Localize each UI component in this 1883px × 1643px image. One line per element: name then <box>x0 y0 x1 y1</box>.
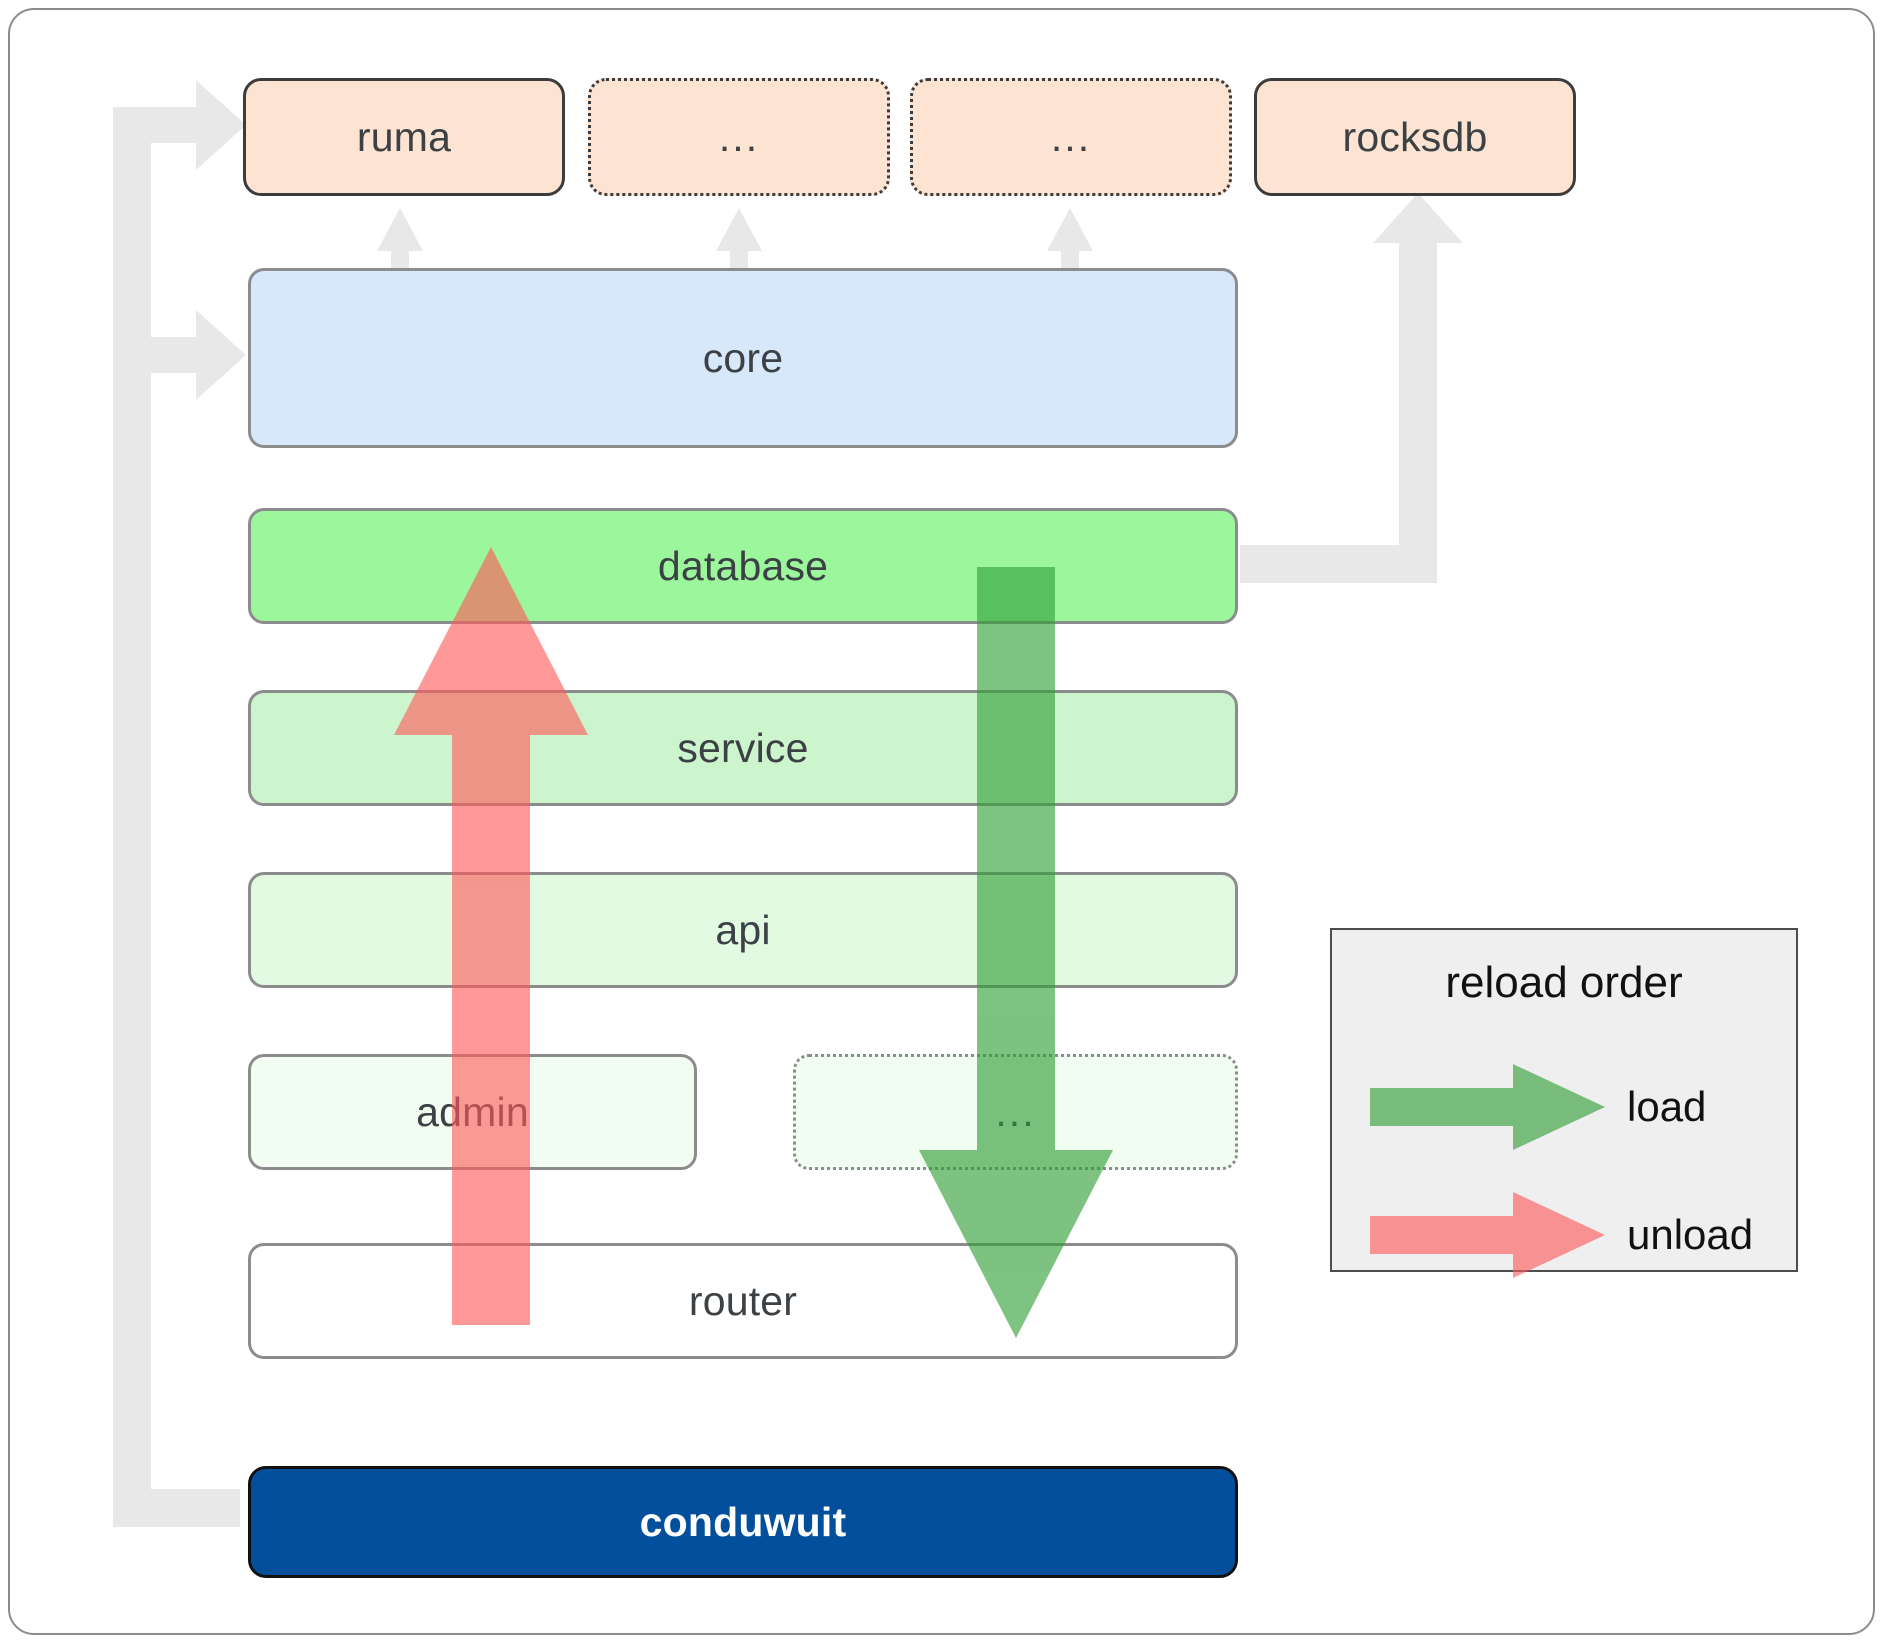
layer-label: admin <box>416 1088 529 1135</box>
layer-box-service[interactable]: service <box>248 690 1238 806</box>
layer-box-router[interactable]: router <box>248 1243 1238 1359</box>
dependency-label: ... <box>1050 113 1092 160</box>
layer-box-admin[interactable]: admin <box>248 1054 697 1170</box>
app-box-conduwuit[interactable]: conduwuit <box>248 1466 1238 1578</box>
layer-label: router <box>688 1277 798 1324</box>
dependency-label: ... <box>718 113 760 160</box>
dependency-box-rocksdb[interactable]: rocksdb <box>1254 78 1576 196</box>
dependency-box-ellipsis-1[interactable]: ... <box>588 78 890 196</box>
dependency-label: rocksdb <box>1342 113 1488 160</box>
dependency-label: ruma <box>356 113 452 160</box>
diagram-frame <box>8 8 1875 1635</box>
core-box[interactable]: core <box>248 268 1238 448</box>
core-label: core <box>702 334 784 381</box>
dependency-box-ellipsis-2[interactable]: ... <box>910 78 1232 196</box>
layer-label: database <box>657 542 829 589</box>
legend-label-unload: unload <box>1627 1211 1754 1258</box>
dependency-box-ruma[interactable]: ruma <box>243 78 565 196</box>
layer-box-api[interactable]: api <box>248 872 1238 988</box>
layer-box-database[interactable]: database <box>248 508 1238 624</box>
layer-label: service <box>677 724 809 771</box>
layer-label: api <box>715 906 771 953</box>
legend-title: reload order <box>1445 958 1683 1007</box>
unload-arrow-icon <box>1370 1192 1605 1278</box>
app-label: conduwuit <box>639 1498 847 1545</box>
load-arrow-icon <box>1370 1064 1605 1150</box>
legend-label-load: load <box>1627 1083 1707 1130</box>
layer-box-ellipsis[interactable]: ... <box>793 1054 1238 1170</box>
layer-label: ... <box>995 1088 1036 1135</box>
legend-panel: reload order load unload <box>1330 928 1798 1278</box>
legend-row-load: load <box>1332 1062 1796 1152</box>
legend-row-unload: unload <box>1332 1190 1796 1280</box>
